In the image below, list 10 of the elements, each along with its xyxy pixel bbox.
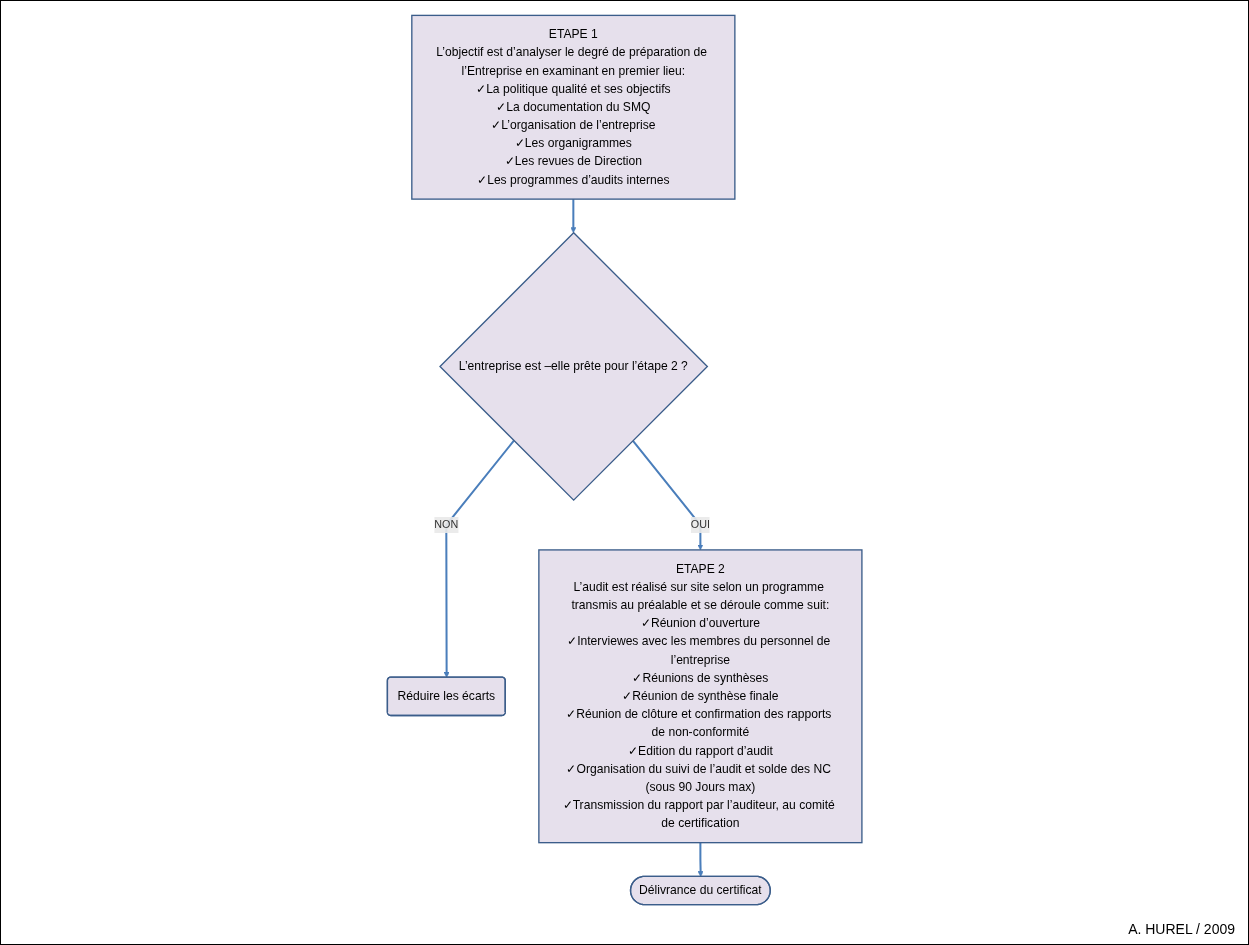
node-box: ETAPE 1 L’objectif est d’analyser le degré de préparation de l’Entreprise en examinant en premier lieu: ✓La politique qualité et ses objectifs ✓La documentation du SMQ ✓L’organisation de l’entreprise ✓Les organigrammes ✓Les revues de Direction ✓Les programmes d’audits internes [411, 14, 736, 200]
arrow [631, 440, 704, 551]
arrow [443, 440, 515, 678]
arrow [697, 842, 704, 877]
edge-label: NON [434, 518, 459, 531]
node-box: ETAPE 2 L’audit est réalisé sur site selon un programme transmis au préalable et se déroule comme suit: ✓Réunion d’ouverture ✓Interviewes avec les membres du personnel de l’entreprise ✓Réunions de synthèses ✓Réunion de synthèse finale ✓Réunion de clôture et confirmation des rapports de non-conformité ✓Edition du rapport d’audit ✓Organisation du suivi de l’audit et solde des NC (sous 90 Jours max) ✓Transmission du rapport par l’auditeur, au comité de certification [538, 549, 863, 844]
node-diamond: L’entreprise est –elle prête pour l’étape 2 ? [438, 231, 709, 502]
edge-label: OUI [690, 518, 710, 531]
arrow [570, 199, 577, 234]
author-note: A. HUREL / 2009 [1128, 921, 1235, 937]
